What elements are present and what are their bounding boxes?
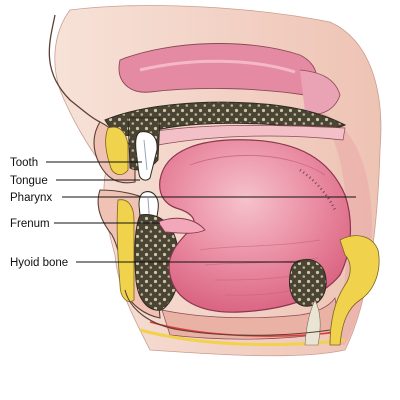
label-frenum-text: Frenum xyxy=(10,218,50,230)
hyoid-bone xyxy=(289,258,327,307)
label-tongue-text: Tongue xyxy=(10,175,48,187)
label-tooth: Tooth xyxy=(10,157,142,169)
pharynx-wall xyxy=(304,235,380,346)
frenum xyxy=(157,217,206,234)
hard-palate xyxy=(104,101,347,146)
throat-outline xyxy=(124,289,331,336)
label-frenum: Frenum xyxy=(10,218,160,230)
label-hyoid: Hyoid bone xyxy=(10,257,300,269)
label-tongue: Tongue xyxy=(10,175,140,187)
label-pharynx: Pharynx xyxy=(10,192,356,204)
label-pharynx-text: Pharynx xyxy=(10,192,52,204)
nasal-cavity xyxy=(118,43,341,115)
label-hyoid-text: Hyoid bone xyxy=(10,257,68,269)
label-tooth-text: Tooth xyxy=(10,157,38,169)
upper-tooth xyxy=(135,131,158,181)
nose-profile xyxy=(48,14,101,123)
